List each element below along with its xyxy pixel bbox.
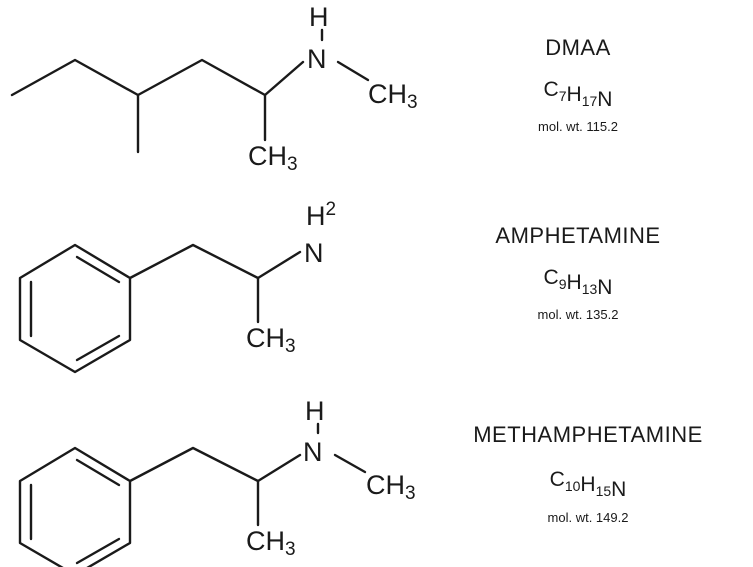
- dmaa-name: DMAA: [545, 35, 611, 60]
- amphetamine-info: AMPHETAMINE C9H13N mol. wt. 135.2: [495, 223, 660, 322]
- formula-subscript: 7: [559, 88, 567, 104]
- formula-element: H: [580, 473, 595, 496]
- amphetamine-side-chain: [128, 243, 302, 280]
- formula-subscript: 9: [559, 276, 567, 292]
- amphetamine-n-label: N: [304, 238, 324, 268]
- amphetamine-structure: H2 N CH3: [18, 199, 336, 374]
- dmaa-carbon-chain: [10, 58, 305, 97]
- dmaa-n-label: N: [307, 44, 327, 74]
- methamphetamine-h-label: H: [305, 396, 325, 426]
- amphetamine-benzene-ring: [18, 243, 132, 374]
- formula-element: H: [567, 271, 582, 294]
- dmaa-mol-wt: mol. wt. 115.2: [538, 119, 618, 134]
- methamphetamine-mol-wt: mol. wt. 149.2: [548, 510, 629, 525]
- formula-element: N: [597, 88, 612, 111]
- methamphetamine-name: METHAMPHETAMINE: [473, 422, 703, 447]
- methamphetamine-ch3-right-label: CH3: [366, 470, 416, 504]
- amphetamine-mol-wt: mol. wt. 135.2: [538, 307, 619, 322]
- amphetamine-ch3-bottom-label: CH3: [246, 323, 296, 357]
- dmaa-ch3-bottom-label: CH3: [248, 141, 298, 175]
- amphetamine-name: AMPHETAMINE: [495, 223, 660, 248]
- formula-subscript: 17: [582, 93, 598, 109]
- formula-subscript: 10: [565, 478, 581, 494]
- amphetamine-h2-label: H2: [306, 199, 336, 231]
- amphetamine-formula: C9H13N: [544, 266, 613, 299]
- methamphetamine-n-label: N: [303, 437, 323, 467]
- methamphetamine-side-chain: [128, 446, 302, 483]
- dmaa-ch3-right-label: CH3: [368, 79, 418, 113]
- methamphetamine-ch3-bottom-label: CH3: [246, 526, 296, 560]
- methamphetamine-info: METHAMPHETAMINE C10H15N mol. wt. 149.2: [473, 422, 703, 525]
- formula-subscript: 15: [596, 483, 612, 499]
- dmaa-info: DMAA C7H17N mol. wt. 115.2: [538, 35, 618, 134]
- formula-element: C: [544, 266, 559, 289]
- dmaa-structure: H N CH3 CH3: [10, 2, 418, 175]
- methamphetamine-formula: C10H15N: [550, 468, 627, 501]
- formula-subscript: 13: [582, 281, 598, 297]
- methamphetamine-structure: H N CH3 CH3: [18, 396, 416, 567]
- formula-element: C: [544, 78, 559, 101]
- formula-element: H: [567, 83, 582, 106]
- methamphetamine-n-methyl-bond: [333, 453, 367, 474]
- dmaa-n-methyl-bond: [336, 60, 370, 82]
- dmaa-formula: C7H17N: [544, 78, 613, 111]
- methamphetamine-benzene-ring: [18, 446, 132, 567]
- formula-element: N: [597, 276, 612, 299]
- formula-element: N: [611, 478, 626, 501]
- formula-element: C: [550, 468, 565, 491]
- dmaa-h-label: H: [309, 2, 329, 32]
